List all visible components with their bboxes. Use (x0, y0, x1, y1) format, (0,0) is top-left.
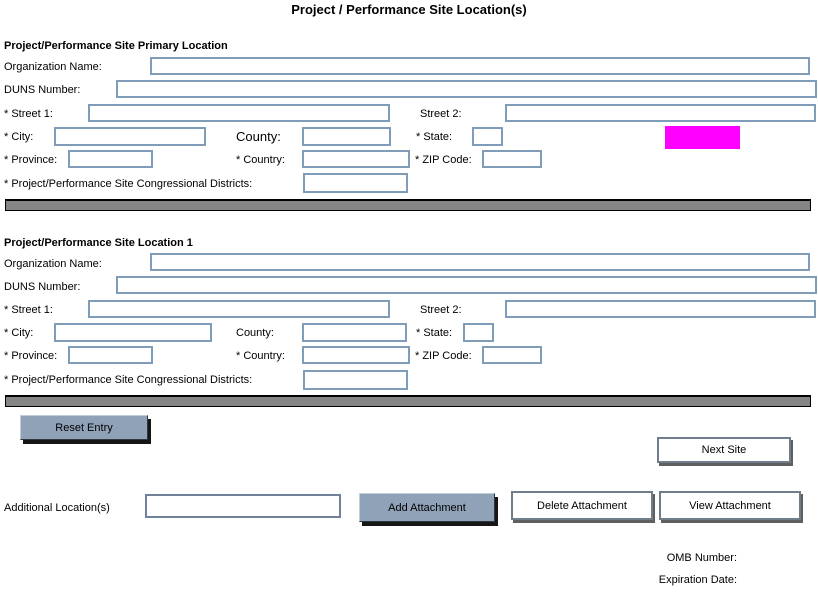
country-input[interactable] (302, 150, 410, 168)
omb-number-label: OMB Number: (666, 552, 737, 564)
country-label: * Country: (236, 350, 285, 362)
zip-code-input[interactable] (482, 346, 542, 364)
organization-name-input[interactable] (150, 253, 810, 271)
zip-code-input[interactable] (482, 150, 542, 168)
city-label: * City: (4, 327, 34, 339)
city-input[interactable] (54, 127, 206, 146)
city-label: * City: (4, 131, 34, 143)
street2-label: Street 2: (420, 108, 462, 120)
organization-name-input[interactable] (150, 57, 810, 75)
province-label: * Province: (4, 350, 58, 362)
state-input[interactable] (463, 323, 494, 342)
country-input[interactable] (302, 346, 410, 364)
section-divider-bar (5, 395, 811, 407)
street2-label: Street 2: (420, 304, 462, 316)
congressional-districts-input[interactable] (303, 370, 408, 390)
page-title: Project / Performance Site Location(s) (291, 2, 527, 17)
zip-code-label: * ZIP Code: (415, 350, 472, 362)
delete-attachment-button[interactable]: Delete Attachment (511, 491, 653, 520)
street2-input[interactable] (505, 104, 816, 122)
next-site-button[interactable]: Next Site (657, 437, 791, 463)
add-attachment-button[interactable]: Add Attachment (359, 493, 495, 522)
duns-number-input[interactable] (116, 80, 817, 98)
street1-label: * Street 1: (4, 304, 53, 316)
organization-name-label: Organization Name: (4, 258, 102, 270)
section-header-location-1: Project/Performance Site Location 1 (4, 237, 193, 249)
street1-input[interactable] (88, 300, 390, 318)
province-label: * Province: (4, 154, 58, 166)
duns-number-label: DUNS Number: (4, 84, 81, 96)
congressional-districts-label: * Project/Performance Site Congressional… (4, 374, 253, 386)
section-divider-bar (5, 199, 811, 211)
street2-input[interactable] (505, 300, 816, 318)
county-input[interactable] (302, 127, 391, 146)
country-label: * Country: (236, 154, 285, 166)
state-label: * State: (416, 327, 453, 339)
province-input[interactable] (68, 150, 153, 168)
street1-input[interactable] (88, 104, 390, 122)
section-header-primary: Project/Performance Site Primary Locatio… (4, 40, 228, 52)
county-label: County: (236, 327, 274, 339)
zip-code-label: * ZIP Code: (415, 154, 472, 166)
reset-entry-button[interactable]: Reset Entry (20, 415, 148, 440)
view-attachment-button[interactable]: View Attachment (659, 491, 801, 520)
state-label: * State: (416, 131, 453, 143)
congressional-districts-label: * Project/Performance Site Congressional… (4, 178, 253, 190)
organization-name-label: Organization Name: (4, 61, 102, 73)
additional-locations-label: Additional Location(s) (4, 502, 110, 514)
state-input[interactable] (472, 127, 503, 146)
duns-number-input[interactable] (116, 276, 817, 294)
magenta-highlight-box (665, 126, 740, 149)
province-input[interactable] (68, 346, 153, 364)
expiration-date-label: Expiration Date: (658, 574, 737, 586)
additional-locations-file-input[interactable] (145, 494, 341, 518)
county-label: County: (236, 129, 281, 144)
street1-label: * Street 1: (4, 108, 53, 120)
city-input[interactable] (54, 323, 212, 342)
congressional-districts-input[interactable] (303, 173, 408, 193)
county-input[interactable] (302, 323, 407, 342)
duns-number-label: DUNS Number: (4, 281, 81, 293)
